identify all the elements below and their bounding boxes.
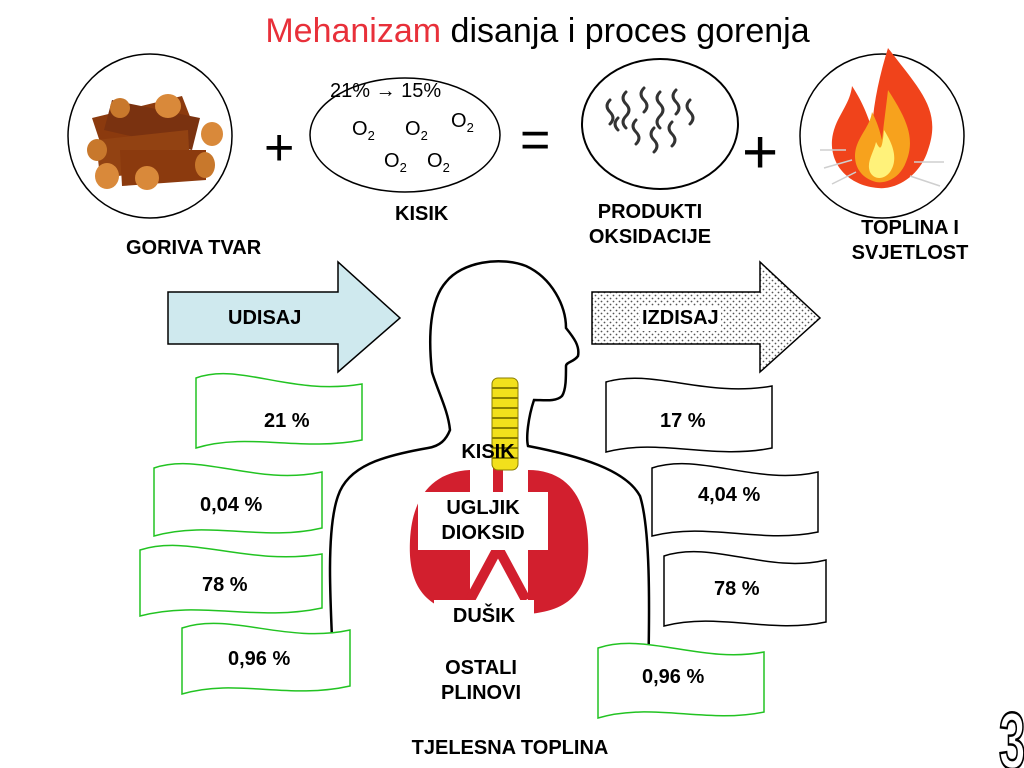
inhale-flag-co2: [153, 462, 323, 537]
o2-molecule-4: O2: [384, 150, 407, 175]
exhale-flag-other: [597, 642, 765, 720]
inhale-co2-value: 0,04 %: [200, 494, 263, 516]
exhale-flag-oxygen: [605, 377, 773, 453]
smoke-squiggles-icon: [605, 86, 695, 154]
inhale-flag-oxygen: [195, 372, 363, 450]
oxygen-oval: [309, 77, 501, 193]
firewood-icon: [87, 94, 223, 190]
title-rest: disanja i proces gorenja: [441, 12, 810, 50]
o2-molecule-5: O2: [427, 150, 450, 175]
inhale-other-value: 0,96 %: [228, 648, 291, 670]
exhale-nitrogen-value: 78 %: [714, 578, 760, 600]
exhale-other-value: 0,96 %: [642, 666, 705, 688]
exhale-co2-value: 4,04 %: [698, 484, 761, 506]
human-silhouette: [328, 260, 651, 682]
slide-number: 3: [999, 695, 1024, 768]
exhale-oxygen-value: 17 %: [660, 410, 706, 432]
title-accent: Mehanizam: [265, 12, 442, 50]
body-nitrogen-label: DUŠIK: [434, 600, 534, 633]
oxygen-change: 21% → 15%: [330, 80, 442, 102]
plus-sign-2: +: [742, 118, 779, 187]
exhale-flag-co2: [651, 462, 819, 537]
trachea-icon: [491, 377, 519, 471]
body-oxygen-label: KISIK: [461, 441, 515, 463]
inhale-arrow: [167, 260, 402, 374]
inhale-label: UDISAJ: [228, 307, 302, 329]
fuel-label: GORIVA TVAR: [126, 237, 262, 259]
page-title: Mehanizam disanja i proces gorenja: [0, 12, 1024, 51]
exhale-label: IZDISAJ: [640, 306, 721, 331]
body-heat-label: TJELESNA TOPLINA: [411, 737, 609, 759]
flame-icon: [820, 48, 944, 189]
products-oval: [581, 58, 739, 190]
oxygen-label: KISIK: [395, 203, 449, 225]
exhale-flag-nitrogen: [663, 550, 827, 627]
o2-molecule-1: O2: [352, 118, 375, 143]
o2-molecule-3: O2: [451, 110, 474, 135]
inhale-flag-other: [181, 622, 351, 696]
inhale-flag-nitrogen: [139, 544, 323, 617]
equals-sign: =: [520, 111, 551, 169]
plus-sign-1: +: [264, 119, 295, 177]
inhale-nitrogen-value: 78 %: [202, 574, 248, 596]
o2-molecule-2: O2: [405, 118, 428, 143]
inhale-oxygen-value: 21 %: [264, 410, 310, 432]
